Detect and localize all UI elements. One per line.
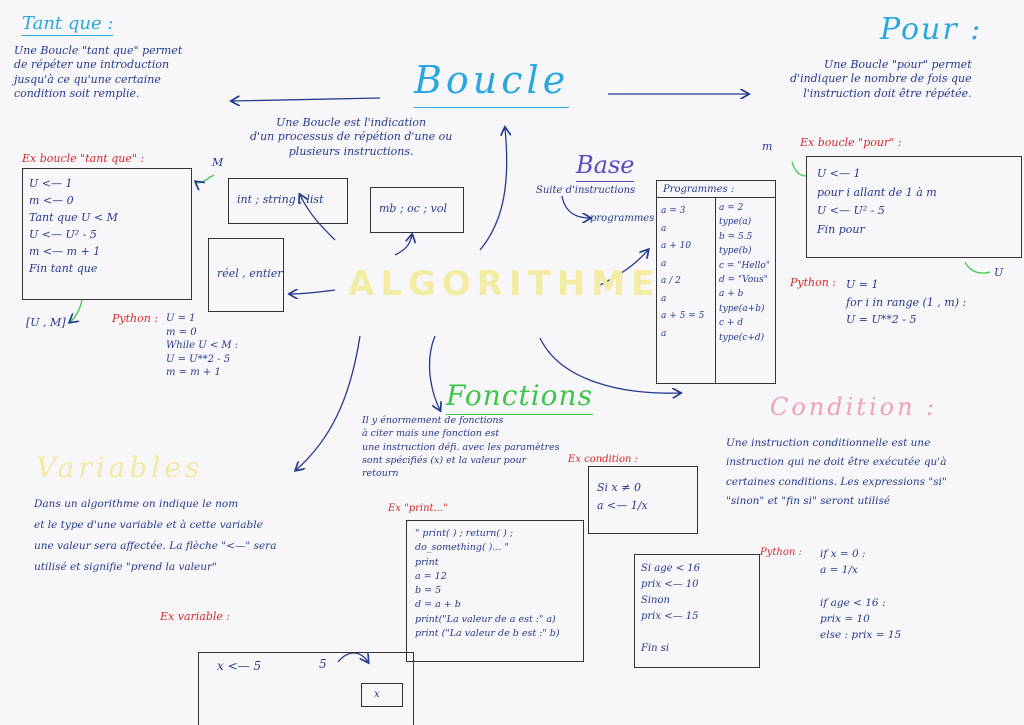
pour-description: Une Boucle "pour" permet d'indiquer le n… [790,58,972,100]
arrow-to-real [290,290,336,294]
base-arrow-label: programmes [590,213,655,224]
condition-python-label: Python : [760,547,802,558]
boucle-title: Boucle [414,56,570,109]
arrow-m-to-box [196,174,215,183]
types-box-2-text: réel , entier [217,267,283,280]
variables-code-box: x <— 5 5 x [198,652,414,725]
pour-code-box: U <— 1 pour i allant de 1 à m U <— U² - … [806,156,1022,258]
fonctions-code-box: " print( ) ; return( ) ; do_something( )… [406,520,584,662]
pour-m: m [762,140,773,153]
condition-description: Une instruction conditionnelle est une i… [726,437,947,508]
fonctions-condition-code: Si x ≠ 0 a <— 1/x [597,481,648,512]
condition-code-box: Si age < 16 prix <— 10 Sinon prix <— 15 … [634,554,760,668]
arrow-to-variables [296,335,361,470]
base-col2: a = 2 type(a) b = 5.5 type(b) c = "Hello… [719,203,770,343]
pour-python-label: Python : [790,276,837,289]
types-box-2: réel , entier [208,238,284,312]
tant-que-python-label: Python : [112,312,159,325]
variables-description: Dans un algorithme on indique le nom et … [34,498,277,573]
arrow-to-types [300,195,336,241]
base-description: Suite d'instructions [536,185,636,196]
arrow-to-boucle [479,128,507,251]
condition-code: Si age < 16 prix <— 10 Sinon prix <— 15 … [641,563,700,654]
center-title: ALGORITHME [348,264,661,304]
arrow-to-fonctions [428,335,440,410]
tant-que-code-box: U <— 1 m <— 0 Tant que U < M U <— U² - 5… [22,168,192,300]
pour-u: U [994,266,1004,279]
tant-que-title: Tant que : [22,12,114,37]
arrow-box-to-range [70,299,83,322]
fonctions-code: " print( ) ; return( ) ; do_something( )… [415,528,560,639]
tant-que-python-code: U = 1 m = 0 While U < M : U = U**2 - 5 m… [166,313,239,378]
fonctions-ex-condition: Ex condition : [568,454,639,465]
arrow-var-five [337,652,368,662]
base-col1: a = 3 a a + 10 a a / 2 a a + 5 = 5 a [661,206,705,339]
variables-title: Variables [36,451,204,484]
fonctions-title: Fonctions [446,378,593,416]
pour-code: U <— 1 pour i allant de 1 à m U <— U² - … [817,167,937,237]
fonctions-description: Il y énormement de fonctions à citer mai… [362,415,560,480]
tant-que-description: Une Boucle "tant que" permet de répéter … [14,44,183,100]
types-box-3: mb ; oc ; vol [370,187,464,233]
types-box-1: int ; string ; list [228,178,348,224]
variables-code: x <— 5 [217,659,262,673]
condition-python-code: if x = 0 : a = 1/x if age < 16 : prix = … [820,548,902,642]
arrow-base-label [561,195,590,218]
types-box-3-text: mb ; oc ; vol [379,202,448,215]
arrow-to-condition [539,337,680,393]
base-table-header: Programmes : [663,184,735,195]
variables-box-text: x [374,689,380,700]
pour-python-code: U = 1 for i in range (1 , m) : U = U**2 … [846,278,967,327]
tant-que-example-label: Ex boucle "tant que" : [22,152,145,165]
tant-que-code: U <— 1 m <— 0 Tant que U < M U <— U² - 5… [29,177,118,276]
base-program-box: Programmes : a = 3 a a + 10 a a / 2 a a … [656,180,776,384]
base-column-rule [715,197,716,383]
arrow-pour-u [964,261,991,274]
types-box-1-text: int ; string ; list [237,193,324,206]
pour-example-label: Ex boucle "pour" : [800,136,902,149]
variable-box-icon: x [361,683,403,707]
tant-que-m: M [212,156,224,169]
fonctions-ex-print: Ex "print..." [388,503,448,514]
variables-example-label: Ex variable : [160,610,231,623]
condition-title: Condition : [770,393,938,421]
arrow-to-mb [394,235,412,256]
base-header-rule [657,197,775,198]
pour-title: Pour : [880,12,983,47]
tant-que-range: [U , M] [26,316,66,329]
boucle-description: Une Boucle est l'indication d'un process… [250,116,453,158]
base-title: Base [576,150,635,183]
arrow-to-base [599,250,648,286]
arrow-pour-m [791,161,807,177]
fonctions-condition-box: Si x ≠ 0 a <— 1/x [588,466,698,534]
variables-five: 5 [319,657,327,671]
arrow-to-tant-que [232,98,381,101]
